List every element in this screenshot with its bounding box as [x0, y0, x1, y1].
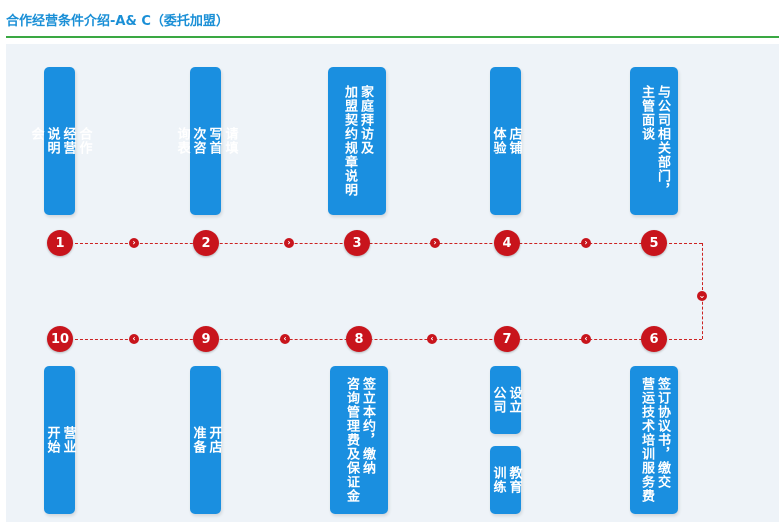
step-label-1: 合作 经营 说明 会 — [28, 127, 92, 155]
step-box-3: 家庭拜访及 加盟契约规章说明 — [328, 67, 386, 215]
step-box-9: 开店 准备 — [190, 366, 222, 514]
arrow-left-icon: ‹ — [581, 334, 591, 344]
title-divider — [6, 36, 779, 38]
step-label-7-setup: 设立 公司 — [490, 386, 522, 414]
step-number-8: 8 — [346, 326, 372, 352]
step-number-6: 6 — [641, 326, 667, 352]
arrow-left-icon: ‹ — [280, 334, 290, 344]
step-number-5: 5 — [641, 230, 667, 256]
arrow-right-icon: › — [129, 238, 139, 248]
step-box-7-setup: 设立 公司 — [490, 366, 522, 434]
step-number-4: 4 — [494, 230, 520, 256]
step-box-8: 签立本约，缴纳 咨询管理费及保证金 — [330, 366, 388, 514]
arrow-left-icon: ‹ — [427, 334, 437, 344]
step-label-7-training: 教育 训练 — [490, 466, 522, 494]
connector-top — [60, 243, 702, 244]
step-label-2: 请填 写首 次咨 询表 — [174, 127, 238, 155]
step-number-2: 2 — [193, 230, 219, 256]
step-box-7-training: 教育 训练 — [490, 446, 522, 514]
step-label-8: 签立本约，缴纳 咨询管理费及保证金 — [344, 377, 375, 503]
step-box-5: 与公司相关部门， 主管面谈 — [630, 67, 678, 215]
arrow-right-icon: › — [284, 238, 294, 248]
arrow-right-icon: › — [581, 238, 591, 248]
step-number-10: 10 — [47, 326, 73, 352]
connector-bottom — [60, 339, 702, 340]
page-title: 合作经营条件介绍-A& C（委托加盟） — [6, 14, 229, 29]
step-label-3: 家庭拜访及 加盟契约规章说明 — [342, 85, 373, 197]
step-label-6: 签订协议书，缴交 营运技术培训服务费 — [639, 377, 670, 503]
step-box-1: 合作 经营 说明 会 — [29, 67, 92, 215]
step-box-4: 店铺 体验 — [490, 67, 522, 215]
step-label-4: 店铺 体验 — [490, 127, 522, 155]
arrow-left-icon: ‹ — [129, 334, 139, 344]
step-box-2: 请填 写首 次咨 询表 — [175, 67, 238, 215]
step-label-10: 营业 开始 — [44, 426, 76, 454]
step-box-10: 营业 开始 — [44, 366, 76, 514]
step-label-9: 开店 准备 — [190, 426, 222, 454]
step-number-3: 3 — [344, 230, 370, 256]
arrow-down-icon: ⌄ — [697, 291, 707, 301]
step-number-1: 1 — [47, 230, 73, 256]
step-number-9: 9 — [193, 326, 219, 352]
arrow-right-icon: › — [430, 238, 440, 248]
step-number-7: 7 — [494, 326, 520, 352]
step-label-5: 与公司相关部门， 主管面谈 — [639, 85, 670, 197]
step-box-6: 签订协议书，缴交 营运技术培训服务费 — [630, 366, 678, 514]
